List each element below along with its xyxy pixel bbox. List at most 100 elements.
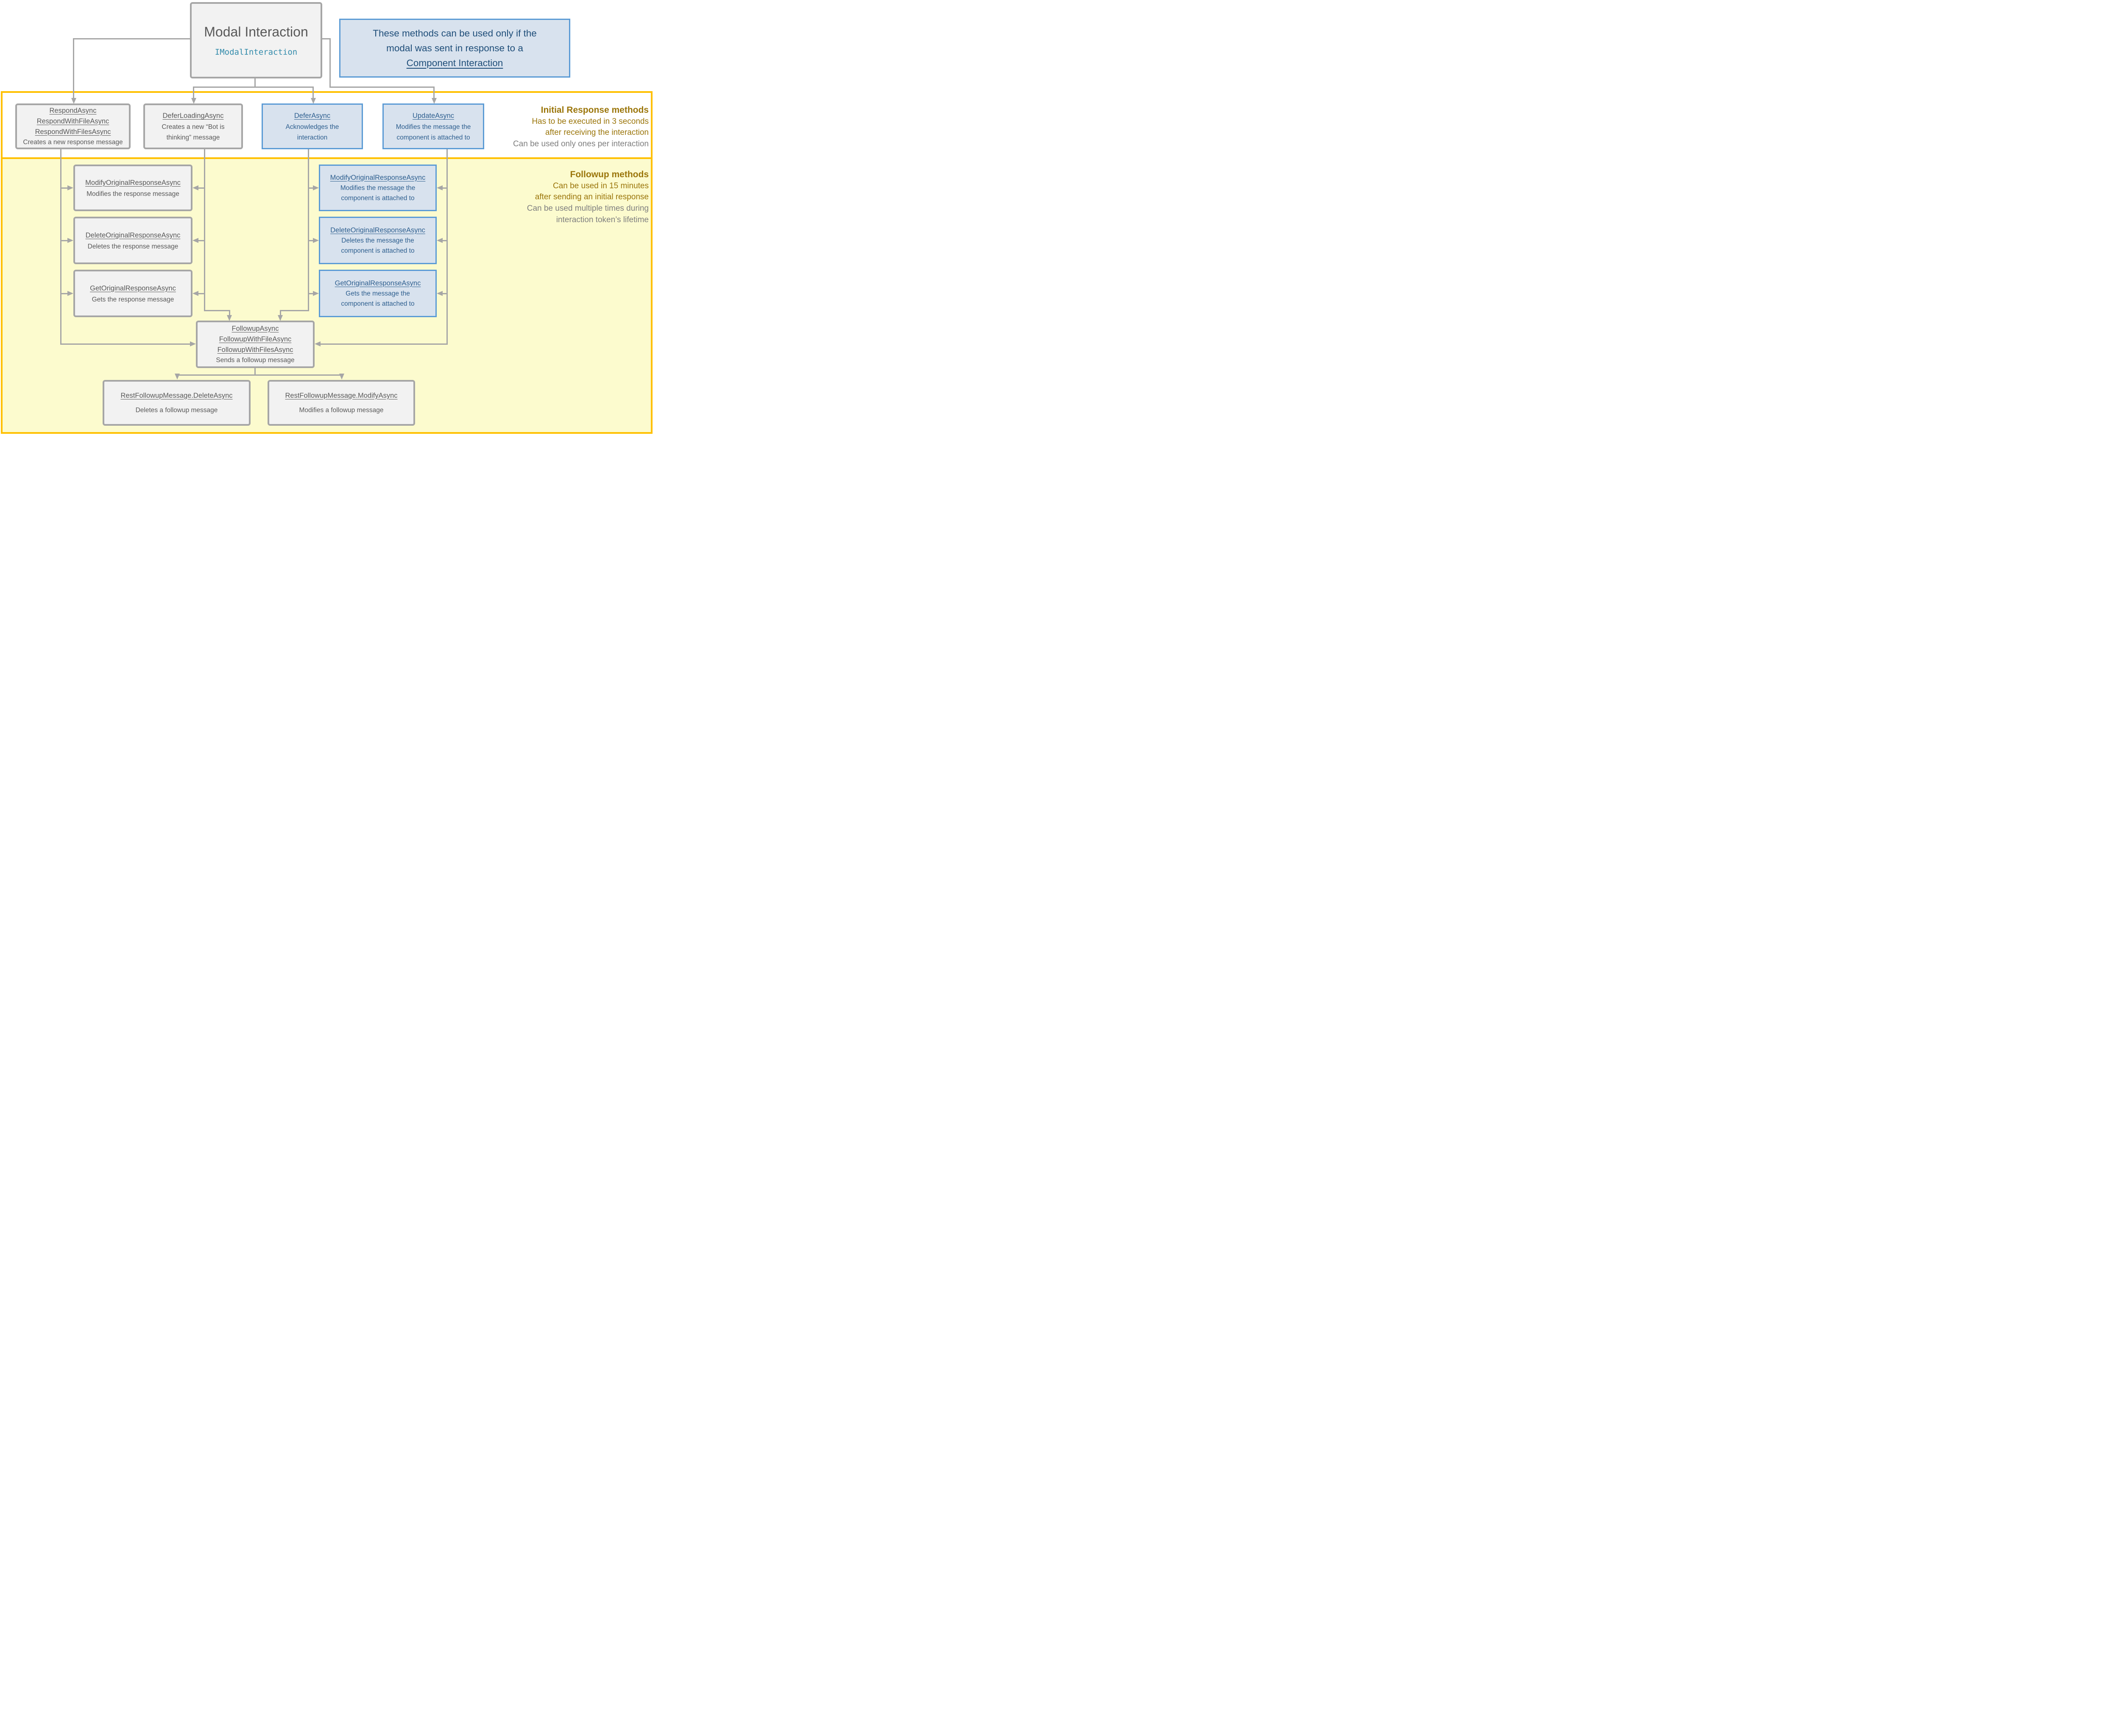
method-link[interactable]: RespondAsync bbox=[49, 106, 97, 114]
page-title: Modal Interaction bbox=[204, 24, 308, 39]
followup-annotation: Followup methods Can be used in 15 minut… bbox=[527, 169, 649, 226]
method-link[interactable]: FollowupWithFileAsync bbox=[219, 335, 292, 343]
method-link[interactable]: RestFollowupMessage.DeleteAsync bbox=[120, 391, 233, 399]
connector-line bbox=[441, 293, 448, 294]
connector-line bbox=[329, 87, 435, 88]
initial-response-annotation: Initial Response methods Has to be execu… bbox=[513, 104, 649, 150]
modal-interaction-box: Modal Interaction IModalInteraction bbox=[190, 2, 322, 78]
method-link[interactable]: RespondWithFileAsync bbox=[36, 117, 109, 125]
connector-line bbox=[280, 310, 309, 311]
connector-line bbox=[73, 38, 74, 98]
method-description: interaction bbox=[297, 134, 328, 141]
connector-line bbox=[308, 293, 314, 294]
followup-async-box: FollowupAsync FollowupWithFileAsync Foll… bbox=[196, 321, 315, 368]
annotation-line: Can be used only ones per interaction bbox=[513, 140, 649, 148]
connector-line bbox=[441, 187, 448, 189]
note-line: modal was sent in response to a bbox=[386, 43, 523, 53]
arrow-down-icon bbox=[339, 374, 344, 380]
method-description: Acknowledges the bbox=[285, 123, 339, 131]
connector-line bbox=[193, 87, 314, 88]
connector-line bbox=[254, 78, 256, 88]
connector-line bbox=[204, 149, 205, 311]
update-async-box: UpdateAsync Modifies the message the com… bbox=[382, 103, 484, 149]
interface-name: IModalInteraction bbox=[215, 47, 298, 57]
method-link[interactable]: UpdateAsync bbox=[412, 112, 455, 120]
get-original-response-component-box: GetOriginalResponseAsync Gets the messag… bbox=[319, 270, 437, 317]
connector-line bbox=[204, 310, 230, 311]
method-link[interactable]: FollowupAsync bbox=[232, 324, 279, 332]
connector-line bbox=[61, 293, 68, 294]
method-link[interactable]: DeleteOriginalResponseAsync bbox=[85, 231, 181, 239]
connector-line bbox=[433, 87, 435, 98]
annotation-line: Has to be executed in 3 seconds bbox=[532, 117, 649, 126]
connector-line bbox=[229, 310, 230, 315]
method-link[interactable]: ModifyOriginalResponseAsync bbox=[85, 179, 181, 187]
connector-line bbox=[308, 187, 314, 189]
connector-line bbox=[322, 38, 331, 39]
connector-line bbox=[329, 38, 331, 88]
connector-line bbox=[60, 149, 61, 345]
method-link[interactable]: DeleteOriginalResponseAsync bbox=[330, 226, 425, 234]
arrow-right-icon bbox=[313, 185, 319, 190]
arrow-left-icon bbox=[315, 341, 321, 346]
method-link[interactable]: RestFollowupMessage.ModifyAsync bbox=[285, 391, 398, 399]
initial-response-heading: Initial Response methods bbox=[541, 105, 649, 115]
arrow-left-icon bbox=[437, 238, 443, 243]
component-interaction-note: These methods can be used only if the mo… bbox=[339, 19, 570, 78]
arrow-down-icon bbox=[432, 98, 437, 104]
method-link[interactable]: GetOriginalResponseAsync bbox=[90, 284, 176, 292]
method-description: component is attached to bbox=[341, 194, 415, 202]
arrow-down-icon bbox=[227, 315, 232, 321]
method-description: Deletes the response message bbox=[87, 243, 179, 250]
connector-line bbox=[177, 374, 343, 376]
method-description: component is attached to bbox=[341, 300, 415, 307]
defer-async-box: DeferAsync Acknowledges the interaction bbox=[262, 103, 363, 149]
arrow-down-icon bbox=[311, 98, 316, 104]
arrow-right-icon bbox=[67, 291, 73, 296]
connector-line bbox=[320, 343, 448, 345]
annotation-line: Can be used multiple times during bbox=[527, 204, 649, 213]
arrow-down-icon bbox=[191, 98, 196, 104]
connector-line bbox=[61, 240, 68, 241]
method-description: Creates a new “Bot is bbox=[162, 123, 225, 131]
annotation-line: after sending an initial response bbox=[535, 193, 649, 201]
followup-heading: Followup methods bbox=[570, 170, 649, 179]
diagram-canvas: Modal Interaction IModalInteraction Thes… bbox=[0, 0, 655, 435]
method-description: Modifies the message the bbox=[396, 123, 471, 131]
modify-original-response-box: ModifyOriginalResponseAsync Modifies the… bbox=[73, 165, 192, 211]
method-description: Gets the response message bbox=[92, 296, 174, 303]
method-link[interactable]: FollowupWithFilesAsync bbox=[217, 346, 293, 354]
method-description: component is attached to bbox=[396, 134, 470, 141]
arrow-down-icon bbox=[71, 98, 76, 104]
connector-line bbox=[193, 87, 194, 98]
arrow-left-icon bbox=[192, 238, 198, 243]
connector-line bbox=[198, 293, 205, 294]
method-link[interactable]: GetOriginalResponseAsync bbox=[335, 279, 421, 287]
method-description: Creates a new response message bbox=[23, 138, 123, 146]
modify-original-response-component-box: ModifyOriginalResponseAsync Modifies the… bbox=[319, 165, 437, 211]
connector-line bbox=[198, 187, 205, 189]
connector-line bbox=[61, 187, 68, 189]
connector-line bbox=[254, 368, 256, 376]
method-description: Modifies a followup message bbox=[299, 406, 384, 414]
method-description: Deletes the message the bbox=[341, 237, 414, 244]
method-link[interactable]: RespondWithFilesAsync bbox=[35, 128, 111, 136]
annotation-line: after receiving the interaction bbox=[545, 128, 649, 137]
method-description: Modifies the message the bbox=[340, 184, 416, 192]
annotation-line: Can be used in 15 minutes bbox=[552, 181, 649, 190]
connector-line bbox=[198, 240, 205, 241]
connector-line bbox=[312, 87, 314, 98]
method-link[interactable]: DeferAsync bbox=[294, 112, 331, 120]
method-description: Deletes a followup message bbox=[135, 406, 218, 414]
method-description: thinking” message bbox=[166, 134, 220, 141]
arrow-down-icon bbox=[278, 315, 283, 321]
rest-followup-modify-box: RestFollowupMessage.ModifyAsync Modifies… bbox=[268, 380, 415, 426]
method-description: component is attached to bbox=[341, 247, 415, 254]
connector-line bbox=[308, 240, 314, 241]
method-link[interactable]: ModifyOriginalResponseAsync bbox=[330, 173, 426, 181]
component-interaction-link[interactable]: Component Interaction bbox=[406, 58, 503, 68]
connector-line bbox=[73, 38, 191, 39]
arrow-right-icon bbox=[313, 238, 319, 243]
connector-line bbox=[280, 310, 281, 315]
method-link[interactable]: DeferLoadingAsync bbox=[162, 112, 224, 120]
